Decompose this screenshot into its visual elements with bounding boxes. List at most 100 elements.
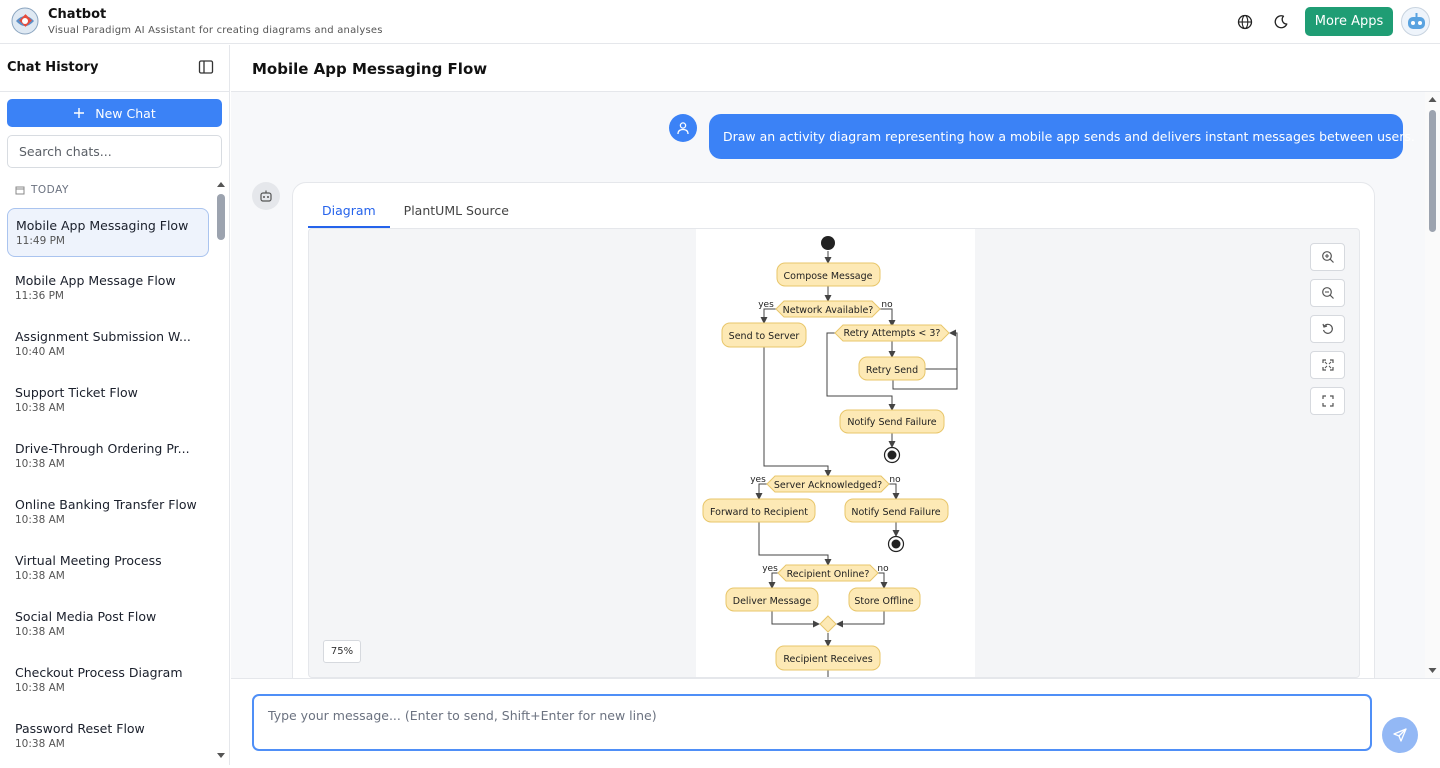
chat-list: Mobile App Messaging Flow 11:49 PM Mobil… <box>7 208 209 768</box>
chat-item-mobile-app-message-flow[interactable]: Mobile App Message Flow 11:36 PM <box>7 264 209 313</box>
tab-diagram[interactable]: Diagram <box>308 198 390 228</box>
chat-item-time: 10:38 AM <box>15 570 65 582</box>
user-message-bubble: Draw an activity diagram representing ho… <box>709 114 1415 159</box>
fit-to-screen-button[interactable] <box>1310 351 1345 379</box>
sidebar-scrollbar[interactable] <box>216 180 226 760</box>
chat-history-sidebar: Chat History New Chat TODAY Mobile App M… <box>0 45 230 765</box>
fullscreen-button[interactable] <box>1310 387 1345 415</box>
chat-item-time: 11:36 PM <box>15 290 64 302</box>
branch-no-ack: no <box>889 475 901 485</box>
sidebar-divider <box>0 91 230 92</box>
chat-item-name: Online Banking Transfer Flow <box>15 497 197 512</box>
zoom-out-icon <box>1321 287 1334 299</box>
end-node-1 <box>883 446 901 464</box>
main-scrollbar[interactable] <box>1425 92 1440 678</box>
sidebar-toggle-icon[interactable] <box>198 59 214 75</box>
label-recipient-online: Recipient Online? <box>787 569 870 580</box>
main-scroll-thumb[interactable] <box>1429 110 1436 232</box>
scroll-down-icon[interactable] <box>216 752 226 760</box>
action-recipient-receives <box>775 645 881 671</box>
branch-no-network: no <box>881 300 893 310</box>
start-node <box>821 236 835 250</box>
app-header: Chatbot Visual Paradigm AI Assistant for… <box>0 0 1440 44</box>
section-today: TODAY <box>15 184 69 196</box>
chat-item-checkout-process[interactable]: Checkout Process Diagram 10:38 AM <box>7 656 209 705</box>
label-retry-send: Retry Send <box>866 365 918 376</box>
response-tabs: Diagram PlantUML Source <box>308 198 523 228</box>
fullscreen-icon <box>1321 395 1334 407</box>
zoom-controls <box>1310 243 1346 423</box>
chat-item-support-ticket-flow[interactable]: Support Ticket Flow 10:38 AM <box>7 376 209 425</box>
reset-view-button[interactable] <box>1310 315 1345 343</box>
message-composer <box>231 678 1440 765</box>
chat-item-time: 10:38 AM <box>15 626 65 638</box>
scroll-up-icon[interactable] <box>216 180 226 188</box>
chat-item-mobile-app-messaging-flow[interactable]: Mobile App Messaging Flow 11:49 PM <box>7 208 209 257</box>
zoom-in-button[interactable] <box>1310 243 1345 271</box>
chat-item-time: 10:38 AM <box>15 738 65 750</box>
scroll-down-icon[interactable] <box>1425 666 1440 676</box>
action-notify-send-failure-1 <box>839 409 945 434</box>
branch-no-online: no <box>877 564 889 574</box>
merge-node <box>819 615 837 633</box>
action-send-to-server <box>721 322 807 348</box>
chat-item-social-media-post-flow[interactable]: Social Media Post Flow 10:38 AM <box>7 600 209 649</box>
label-forward-to-recipient: Forward to Recipient <box>710 507 808 518</box>
diagram-viewer[interactable]: Compose Message Network Available? Send … <box>308 228 1360 678</box>
globe-icon[interactable] <box>1235 12 1255 32</box>
diagram-canvas[interactable]: Compose Message Network Available? Send … <box>696 229 975 677</box>
chat-item-password-reset-flow[interactable]: Password Reset Flow 10:38 AM <box>7 712 209 761</box>
decision-recipient-online <box>777 564 879 582</box>
chat-item-name: Checkout Process Diagram <box>15 665 183 680</box>
action-store-offline <box>848 587 921 612</box>
more-apps-button[interactable]: More Apps <box>1305 7 1393 36</box>
decision-retry-attempts <box>834 324 950 342</box>
label-retry-attempts: Retry Attempts < 3? <box>844 328 941 339</box>
action-notify-send-failure-2 <box>844 498 949 523</box>
label-server-acknowledged: Server Acknowledged? <box>774 480 882 491</box>
conversation-header: Mobile App Messaging Flow <box>231 45 1440 92</box>
chat-item-time: 10:38 AM <box>15 514 65 526</box>
label-deliver-message: Deliver Message <box>733 596 812 607</box>
assistant-response-card: Diagram PlantUML Source <box>292 182 1375 678</box>
sidebar-title: Chat History <box>7 60 99 75</box>
tab-plantuml-source[interactable]: PlantUML Source <box>403 203 509 218</box>
rotate-ccw-icon <box>1321 323 1333 334</box>
conversation-title: Mobile App Messaging Flow <box>252 60 488 78</box>
chat-item-time: 10:38 AM <box>15 458 65 470</box>
label-send-to-server: Send to Server <box>729 331 800 342</box>
branch-yes-network: yes <box>758 300 774 310</box>
moon-icon[interactable] <box>1271 12 1291 32</box>
chat-item-name: Assignment Submission W... <box>15 329 191 344</box>
message-input[interactable] <box>252 694 1372 751</box>
chat-item-virtual-meeting-process[interactable]: Virtual Meeting Process 10:38 AM <box>7 544 209 593</box>
new-chat-label: New Chat <box>95 105 156 121</box>
section-today-label: TODAY <box>31 184 69 196</box>
decision-server-acknowledged <box>766 475 890 493</box>
label-store-offline: Store Offline <box>854 596 913 607</box>
zoom-in-icon <box>1321 251 1334 263</box>
new-chat-button[interactable]: New Chat <box>7 99 222 127</box>
search-chats-input[interactable] <box>7 135 222 168</box>
chat-item-online-banking-transfer[interactable]: Online Banking Transfer Flow 10:38 AM <box>7 488 209 537</box>
chat-item-assignment-submission[interactable]: Assignment Submission W... 10:40 AM <box>7 320 209 369</box>
zoom-level-indicator: 75% <box>323 640 361 663</box>
branch-yes-online: yes <box>762 564 778 574</box>
send-button[interactable] <box>1382 717 1418 753</box>
app-subtitle: Visual Paradigm AI Assistant for creatin… <box>48 25 383 36</box>
calendar-icon <box>15 186 25 195</box>
chat-item-drive-through-ordering[interactable]: Drive-Through Ordering Pr... 10:38 AM <box>7 432 209 481</box>
chat-item-time: 11:49 PM <box>16 235 65 247</box>
chat-item-name: Password Reset Flow <box>15 721 145 736</box>
chat-item-time: 10:40 AM <box>15 346 65 358</box>
chat-item-name: Virtual Meeting Process <box>15 553 162 568</box>
scroll-up-icon[interactable] <box>1425 94 1440 104</box>
chat-item-name: Social Media Post Flow <box>15 609 157 624</box>
robot-icon <box>260 190 272 202</box>
zoom-out-button[interactable] <box>1310 279 1345 307</box>
decision-network-available <box>775 300 881 318</box>
fit-screen-icon <box>1321 359 1334 371</box>
sidebar-scroll-thumb[interactable] <box>217 194 225 240</box>
assistant-avatar[interactable] <box>1401 7 1430 36</box>
send-icon <box>1393 728 1407 742</box>
